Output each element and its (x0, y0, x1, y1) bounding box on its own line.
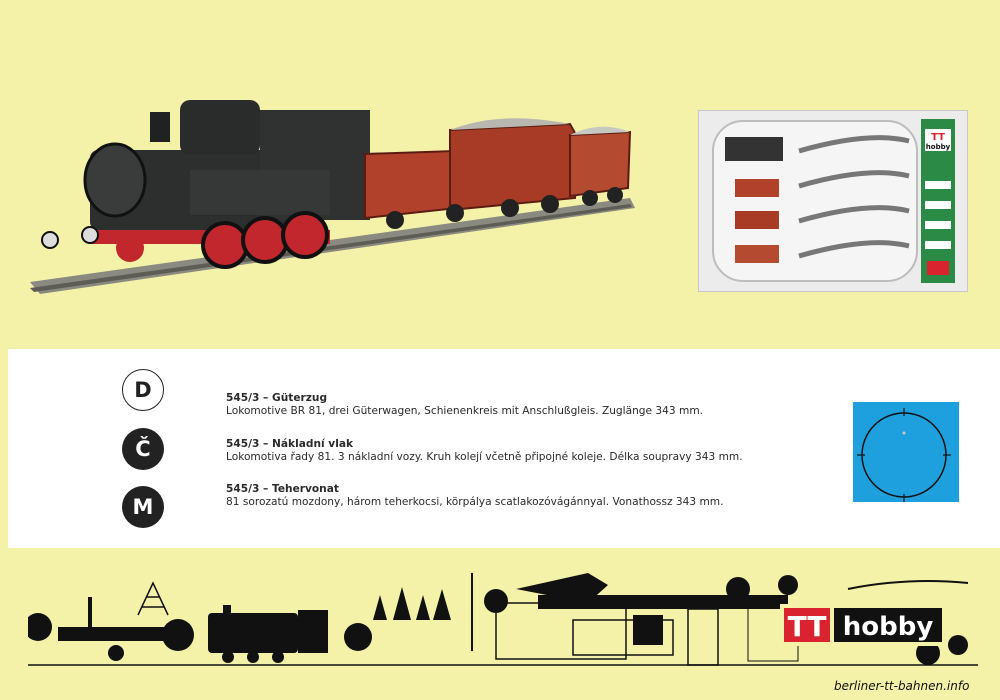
entry-hungarian: 545/3 – Tehervonat 81 sorozatú mozdony, … (226, 483, 724, 509)
box-contents: TT hobby (712, 119, 955, 283)
station-silhouette-scene (28, 573, 978, 666)
entry-description: 81 sorozatú mozdony, három teherkocsi, k… (226, 496, 724, 508)
language-badge-czech: Č (122, 428, 164, 470)
boxed-set-photo: TT hobby (698, 110, 968, 292)
entry-title: 545/3 – Nákladní vlak (226, 438, 354, 450)
language-badge-german: D (122, 369, 164, 411)
box-logo-hobby: hobby (926, 143, 951, 151)
entry-title: 545/3 – Güterzug (226, 392, 328, 404)
logo-hobby: hobby (843, 612, 934, 642)
entry-description: Lokomotiva řady 81. 3 nákladní vozy. Kru… (226, 451, 743, 463)
locomotive (41, 100, 370, 269)
entry-description: Lokomotive BR 81, drei Güterwagen, Schie… (226, 405, 704, 417)
language-badge-hungarian: M (122, 486, 164, 528)
track-circle-icon (857, 408, 951, 502)
track-layout-diagram (853, 402, 959, 502)
entry-czech: 545/3 – Nákladní vlak Lokomotiva řady 81… (226, 438, 743, 464)
entry-title: 545/3 – Tehervonat (226, 483, 339, 495)
freight-wagons (364, 118, 632, 229)
tt-hobby-logo: TT hobby (780, 604, 946, 646)
description-band (8, 349, 1000, 548)
entry-german: 545/3 – Güterzug Lokomotive BR 81, drei … (226, 392, 703, 418)
train-set-photo (30, 100, 635, 294)
box-logo-tt: TT (931, 132, 945, 143)
website-watermark: berliner-tt-bahnen.info (832, 679, 972, 693)
logo-tt: TT (788, 610, 827, 643)
